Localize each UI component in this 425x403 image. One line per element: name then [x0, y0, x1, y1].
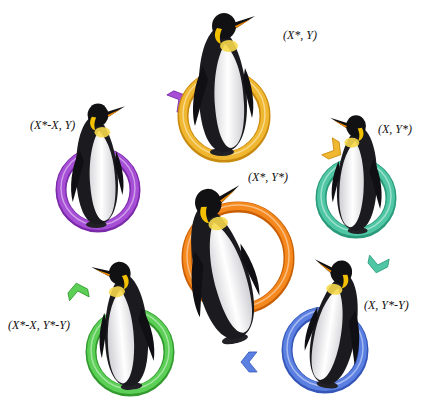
ring-shape: [278, 303, 372, 397]
penguin-figure: [330, 115, 381, 234]
penguin-figure: [172, 182, 271, 350]
arrow-head: [66, 281, 89, 301]
penguin-figure: [297, 257, 370, 392]
coordinate-label: (X*, Y*): [248, 170, 288, 184]
ring-node: (X*-X, Y): [52, 144, 144, 236]
chevron-arrow: [66, 281, 89, 301]
ring-shape: [52, 144, 144, 236]
chevron-arrow: [241, 352, 257, 372]
ring-node: (X*, Y*): [178, 198, 298, 318]
ring-node: (X, Y*): [312, 154, 400, 242]
coordinate-label: (X, Y*-Y): [364, 298, 409, 312]
arrow-head: [366, 255, 389, 275]
ring-shape: [174, 66, 274, 166]
chevron-arrow: [366, 255, 389, 275]
penguin: [91, 259, 158, 392]
ring-shape: [178, 198, 298, 318]
ring-node: (X*, Y): [174, 66, 274, 166]
coordinate-label: (X, Y*): [378, 122, 412, 136]
ring-node: (X*-X, Y*-Y): [82, 304, 178, 400]
penguin: [71, 104, 125, 228]
penguin-figure: [193, 13, 255, 156]
ring-node: (X, Y*-Y): [278, 303, 372, 397]
penguin-figure: [91, 259, 158, 392]
penguin: [330, 115, 381, 234]
coordinate-label: (X*, Y): [283, 28, 317, 42]
penguin: [297, 257, 370, 392]
ring-shape: [82, 304, 178, 400]
penguin: [193, 13, 255, 156]
penguin: [172, 182, 271, 350]
penguin-figure: [71, 104, 125, 228]
ring-shape: [312, 154, 400, 242]
arrow-head: [241, 352, 257, 372]
coordinate-label: (X*-X, Y*-Y): [8, 318, 70, 332]
coordinate-label: (X*-X, Y): [30, 118, 75, 132]
